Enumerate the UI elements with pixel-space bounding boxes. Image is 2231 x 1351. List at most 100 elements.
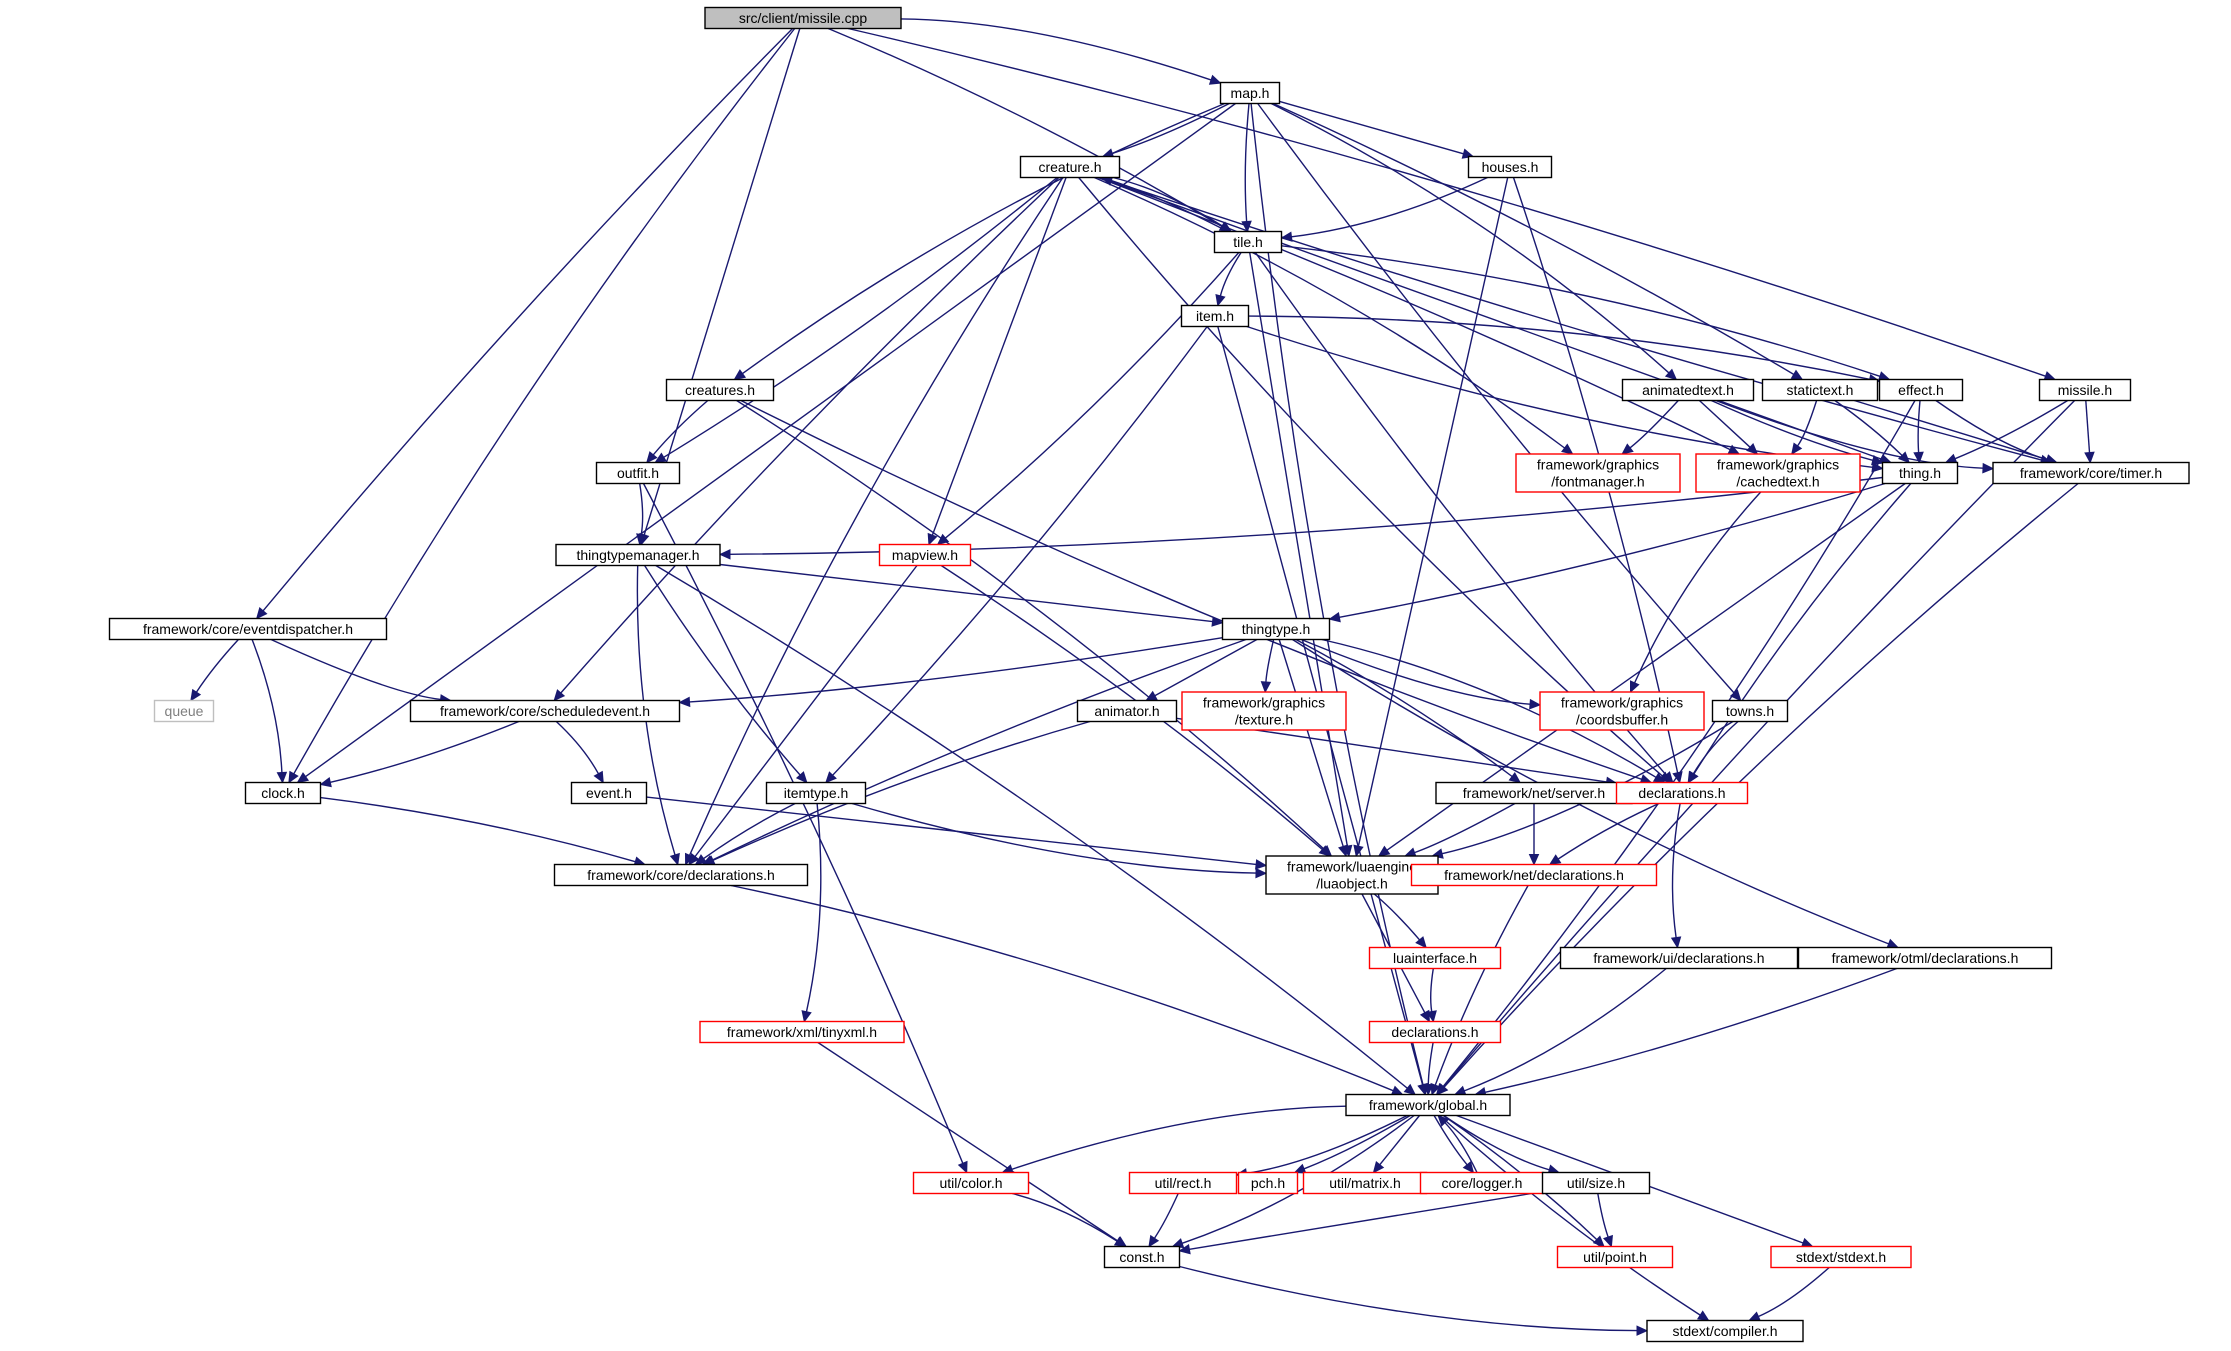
node-luainterface-h[interactable]: luainterface.h: [1368, 946, 1502, 970]
node-box[interactable]: [912, 1171, 1030, 1195]
node-thingtypemanager-h[interactable]: thingtypemanager.h: [555, 543, 721, 567]
node-box[interactable]: [108, 617, 388, 641]
node-box[interactable]: [1076, 699, 1178, 723]
node-declarations2-h[interactable]: declarations.h: [1368, 1020, 1502, 1044]
node-thingtype-h[interactable]: thingtype.h: [1221, 617, 1331, 641]
node-event-h[interactable]: event.h: [570, 781, 648, 805]
node-box[interactable]: [1770, 1245, 1912, 1269]
node-cachedtext-h[interactable]: framework/graphics/cachedtext.h: [1695, 453, 1861, 493]
node-box[interactable]: [1711, 699, 1789, 723]
node-statictext-h[interactable]: statictext.h: [1761, 378, 1879, 402]
node-box[interactable]: [1646, 1319, 1804, 1343]
node-outfit-h[interactable]: outfit.h: [595, 461, 681, 485]
node-ui-declarations-h[interactable]: framework/ui/declarations.h: [1559, 946, 1799, 970]
node-tile-h[interactable]: tile.h: [1213, 230, 1283, 254]
node-pch-h[interactable]: pch.h: [1237, 1171, 1299, 1195]
node-luaobject-h[interactable]: framework/luaengine/luaobject.h: [1265, 855, 1439, 895]
node-animator-h[interactable]: animator.h: [1076, 699, 1178, 723]
node-box[interactable]: [1237, 1171, 1299, 1195]
node-box[interactable]: [1410, 863, 1658, 887]
node-box[interactable]: [1368, 1020, 1502, 1044]
node-box[interactable]: [1881, 461, 1959, 485]
node-size-h[interactable]: util/size.h: [1541, 1171, 1651, 1195]
node-thing-h[interactable]: thing.h: [1881, 461, 1959, 485]
node-box[interactable]: [553, 863, 809, 887]
node-box[interactable]: [595, 461, 681, 485]
node-box[interactable]: [665, 378, 775, 402]
node-box[interactable]: [555, 543, 721, 567]
node-box[interactable]: [765, 781, 867, 805]
node-box[interactable]: [1368, 946, 1502, 970]
node-box[interactable]: [1559, 946, 1799, 970]
node-queue[interactable]: queue: [153, 699, 215, 723]
node-net-declarations-h[interactable]: framework/net/declarations.h: [1410, 863, 1658, 887]
node-box[interactable]: [570, 781, 648, 805]
node-box[interactable]: [1265, 855, 1439, 895]
node-box[interactable]: [1695, 453, 1861, 493]
node-box[interactable]: [1797, 946, 2053, 970]
node-box[interactable]: [1539, 691, 1705, 731]
node-creatures-h[interactable]: creatures.h: [665, 378, 775, 402]
node-declarations-h[interactable]: declarations.h: [1615, 781, 1749, 805]
node-box[interactable]: [1467, 155, 1553, 179]
node-eventdispatcher-h[interactable]: framework/core/eventdispatcher.h: [108, 617, 388, 641]
node-mapview-h[interactable]: mapview.h: [878, 543, 972, 567]
arrowhead-cachedtext_h-to-coordsbuffer_h: [1630, 680, 1640, 694]
node-box[interactable]: [699, 1020, 905, 1044]
arrowhead-declarations_h-to-ui_declarations_h: [1670, 936, 1682, 949]
node-itemtype-h[interactable]: itemtype.h: [765, 781, 867, 805]
node-rect-h[interactable]: util/rect.h: [1128, 1171, 1238, 1195]
node-box[interactable]: [1181, 691, 1347, 731]
node-box[interactable]: [244, 781, 322, 805]
node-stdext-h[interactable]: stdext/stdext.h: [1770, 1245, 1912, 1269]
node-timer-h[interactable]: framework/core/timer.h: [1992, 461, 2190, 485]
node-server-h[interactable]: framework/net/server.h: [1435, 781, 1633, 805]
node-matrix-h[interactable]: util/matrix.h: [1302, 1171, 1428, 1195]
node-box[interactable]: [1019, 155, 1121, 179]
edge-scheduledevent_h-to-clock_h: [330, 720, 520, 783]
node-clock-h[interactable]: clock.h: [244, 781, 322, 805]
node-box[interactable]: [1180, 304, 1250, 328]
node-houses-h[interactable]: houses.h: [1467, 155, 1553, 179]
node-logger-h[interactable]: core/logger.h: [1419, 1171, 1545, 1195]
node-creature-h[interactable]: creature.h: [1019, 155, 1121, 179]
node-box[interactable]: [1541, 1171, 1651, 1195]
node-global-h[interactable]: framework/global.h: [1345, 1093, 1511, 1117]
node-point-h[interactable]: util/point.h: [1556, 1245, 1674, 1269]
node-texture-h[interactable]: framework/graphics/texture.h: [1181, 691, 1347, 731]
node-color-h[interactable]: util/color.h: [912, 1171, 1030, 1195]
node-otml-declarations-h[interactable]: framework/otml/declarations.h: [1797, 946, 2053, 970]
node-animatedtext-h[interactable]: animatedtext.h: [1621, 378, 1755, 402]
node-towns-h[interactable]: towns.h: [1711, 699, 1789, 723]
node-box[interactable]: [1615, 781, 1749, 805]
node-box[interactable]: [1556, 1245, 1674, 1269]
node-box[interactable]: [1621, 378, 1755, 402]
node-core-declarations-h[interactable]: framework/core/declarations.h: [553, 863, 809, 887]
node-box[interactable]: [1345, 1093, 1511, 1117]
node-missile-h[interactable]: missile.h: [2038, 378, 2132, 402]
node-box[interactable]: [1213, 230, 1283, 254]
node-box[interactable]: [153, 699, 215, 723]
node-box[interactable]: [1515, 453, 1681, 493]
node-box[interactable]: [1103, 1245, 1181, 1269]
node-box[interactable]: [1219, 81, 1281, 105]
node-box[interactable]: [1221, 617, 1331, 641]
node-map-h[interactable]: map.h: [1219, 81, 1281, 105]
node-scheduledevent-h[interactable]: framework/core/scheduledevent.h: [409, 699, 681, 723]
node-box[interactable]: [1878, 378, 1964, 402]
node-box[interactable]: [1761, 378, 1879, 402]
node-root[interactable]: src/client/missile.cpp: [704, 6, 902, 30]
node-box[interactable]: [1992, 461, 2190, 485]
node-const-h[interactable]: const.h: [1103, 1245, 1181, 1269]
node-coordsbuffer-h[interactable]: framework/graphics/coordsbuffer.h: [1539, 691, 1705, 731]
node-compiler-h[interactable]: stdext/compiler.h: [1646, 1319, 1804, 1343]
node-box[interactable]: [409, 699, 681, 723]
node-box[interactable]: [704, 6, 902, 30]
node-effect-h[interactable]: effect.h: [1878, 378, 1964, 402]
node-tinyxml-h[interactable]: framework/xml/tinyxml.h: [699, 1020, 905, 1044]
node-fontmanager-h[interactable]: framework/graphics/fontmanager.h: [1515, 453, 1681, 493]
node-box[interactable]: [878, 543, 972, 567]
node-box[interactable]: [1128, 1171, 1238, 1195]
node-item-h[interactable]: item.h: [1180, 304, 1250, 328]
node-box[interactable]: [2038, 378, 2132, 402]
